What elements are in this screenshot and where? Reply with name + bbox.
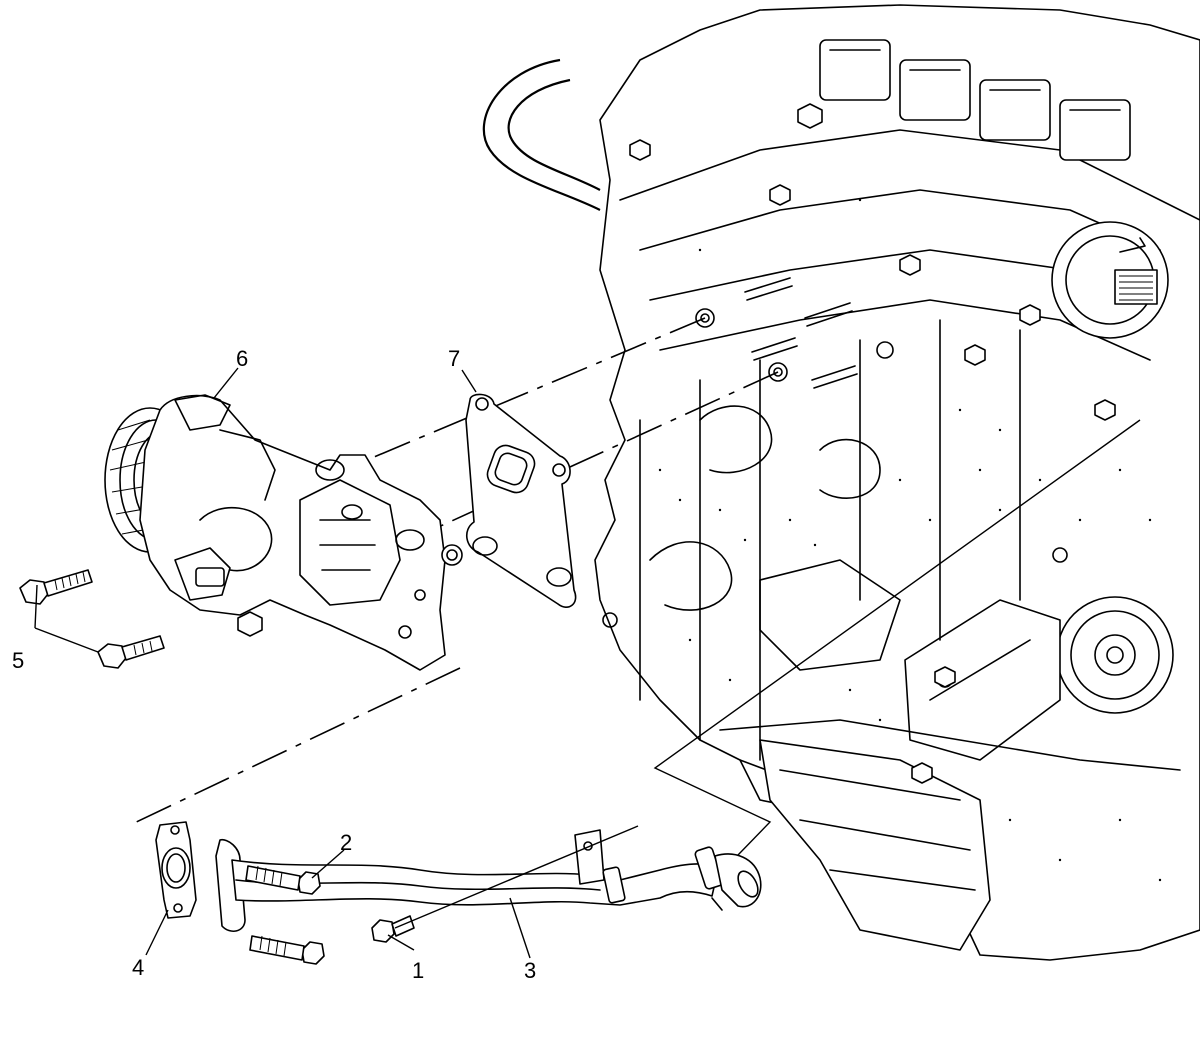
callout-leaders <box>34 367 639 959</box>
callout-6: 6 <box>236 346 248 371</box>
bolt-upper <box>19 569 93 605</box>
water-pump-assembly <box>104 394 463 671</box>
callout-1: 1 <box>412 958 424 983</box>
bolt-lower <box>97 635 165 669</box>
engine-block <box>482 4 1200 961</box>
coolant-pipe <box>155 821 762 933</box>
callout-3: 3 <box>524 958 536 983</box>
gasket <box>465 393 577 608</box>
callout-labels: 1 2 3 4 5 6 7 <box>12 346 536 983</box>
callout-2: 2 <box>340 830 352 855</box>
alignment-lines <box>129 317 779 826</box>
pipe-connection-line <box>653 419 1141 856</box>
callout-5: 5 <box>12 648 24 673</box>
callout-7: 7 <box>448 346 460 371</box>
casting-texture <box>658 198 1162 882</box>
bracket-bolt <box>371 915 415 943</box>
callout-4: 4 <box>132 955 144 980</box>
pipe-bolt-lower <box>249 935 325 965</box>
pipe-bolt-upper <box>245 865 321 895</box>
